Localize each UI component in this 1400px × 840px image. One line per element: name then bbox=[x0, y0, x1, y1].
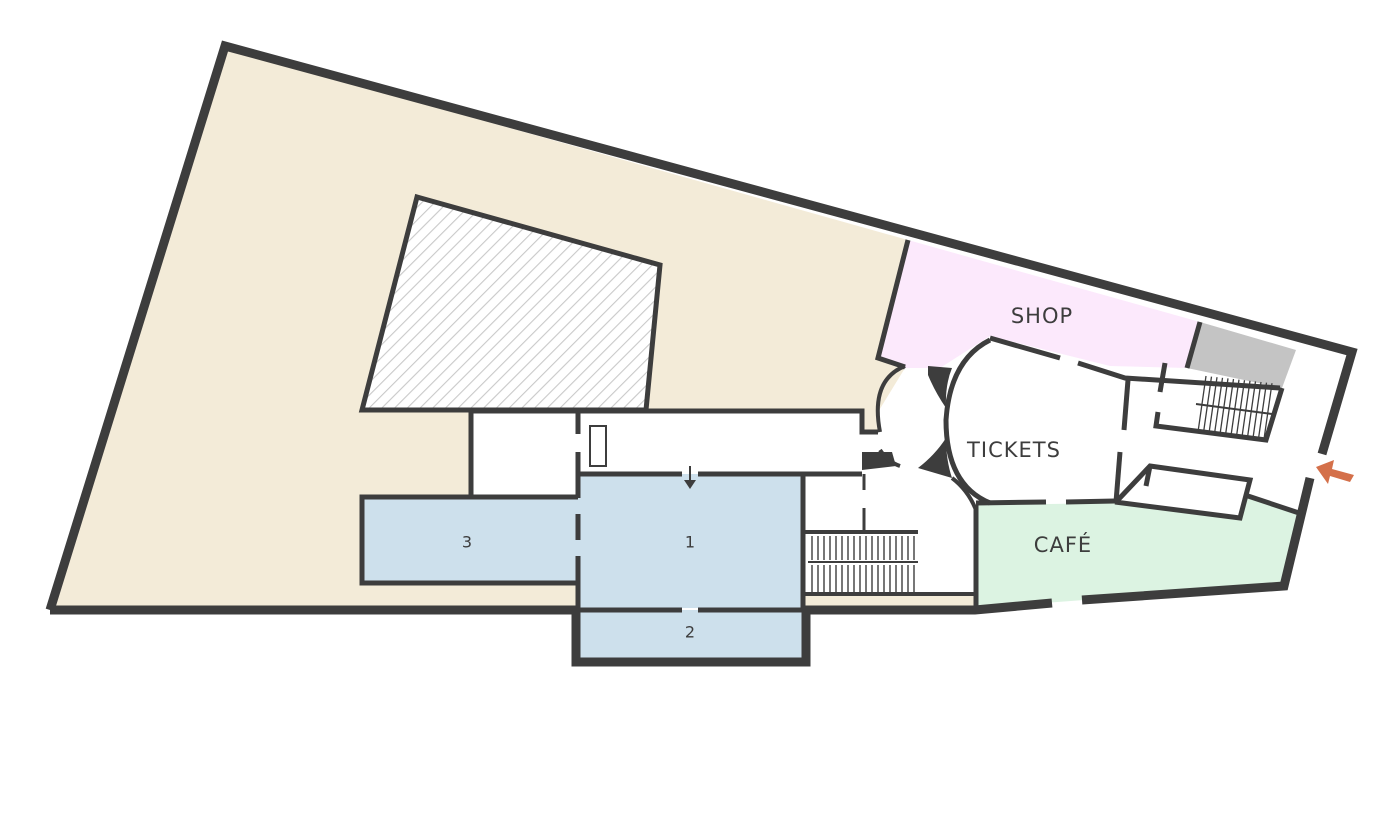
stair-tread bbox=[1208, 377, 1218, 434]
shop-label: SHOP bbox=[1011, 304, 1073, 328]
gallery-3-room[interactable] bbox=[362, 497, 578, 583]
stair-tread bbox=[1235, 380, 1246, 437]
corridor bbox=[471, 411, 878, 474]
stair-tread bbox=[1252, 381, 1262, 439]
gallery-3-label: 3 bbox=[462, 533, 472, 552]
stairs-icon bbox=[808, 536, 918, 592]
stair-tread bbox=[1213, 377, 1224, 434]
beige-strip bbox=[805, 594, 975, 608]
stair-tread bbox=[1263, 383, 1273, 440]
gallery-1-label: 1 bbox=[685, 533, 695, 552]
shop-room[interactable] bbox=[878, 240, 1200, 368]
tickets-label: TICKETS bbox=[966, 438, 1061, 462]
down-arrow-icon bbox=[684, 466, 696, 489]
stair-tread bbox=[1224, 378, 1235, 436]
stair-tread bbox=[1230, 379, 1240, 436]
walls bbox=[45, 40, 1358, 667]
tickets-hall[interactable] bbox=[945, 340, 1125, 503]
cafe-room[interactable] bbox=[978, 496, 1300, 608]
stair-tread bbox=[1241, 380, 1251, 437]
entrance-arrow-icon[interactable] bbox=[1316, 460, 1354, 484]
stair-tread bbox=[1246, 381, 1257, 438]
gallery-1-room[interactable] bbox=[578, 474, 803, 608]
cafe-label: CAFÉ bbox=[1034, 532, 1092, 557]
gallery-2-room[interactable] bbox=[576, 610, 805, 660]
stair-landing bbox=[1195, 403, 1273, 415]
stair-tread bbox=[1257, 382, 1268, 439]
gallery-2-label: 2 bbox=[685, 623, 695, 642]
stairs-small-icon bbox=[589, 425, 607, 467]
service-room bbox=[1187, 322, 1296, 388]
stairs-right-icon bbox=[1195, 375, 1273, 440]
stair-tread bbox=[1219, 378, 1229, 435]
